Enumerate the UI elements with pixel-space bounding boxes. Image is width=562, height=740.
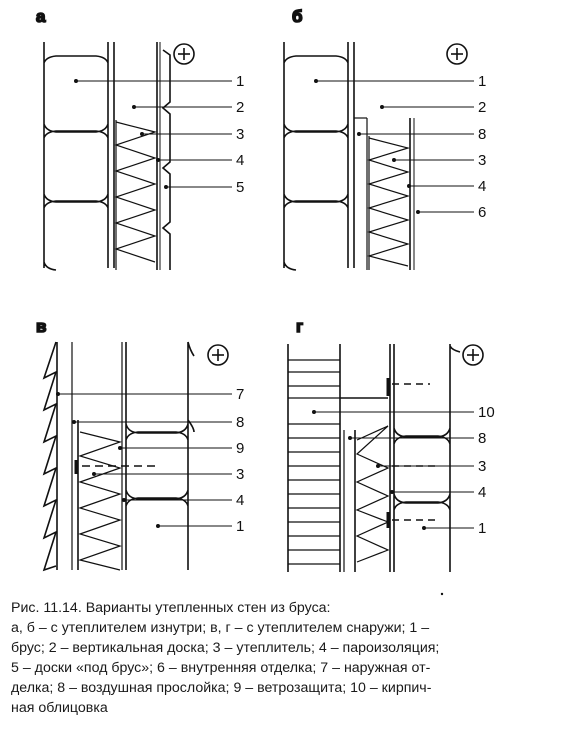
- caption-line: ная облицовка: [11, 700, 108, 716]
- plus-sign-a: [173, 43, 195, 65]
- callout-g-4: 4: [478, 484, 486, 501]
- panel-a: а 1 2 3 4 5: [35, 6, 244, 271]
- insulation-v: [77, 431, 123, 571]
- callout-b-2: 2: [478, 99, 486, 116]
- callout-v-3: 3: [236, 466, 244, 483]
- callout-a-1: 1: [236, 73, 244, 90]
- callout-b-8: 8: [478, 126, 486, 143]
- callout-g-10: 10: [478, 404, 495, 421]
- panel-g-label: г: [296, 317, 303, 336]
- insulation-b: [366, 137, 411, 267]
- callout-a-5: 5: [236, 179, 244, 196]
- figure-caption: Рис. 11.14. Варианты утепленных стен из …: [11, 598, 551, 718]
- caption-line: 5 – доски «под брус»; 6 – внутренняя отд…: [11, 660, 431, 676]
- callout-v-1: 1: [236, 518, 244, 535]
- insulation-a: [114, 121, 158, 263]
- log-wall-g: [393, 344, 461, 572]
- wall-diagrams: а 1 2 3 4 5: [35, 6, 495, 596]
- callout-a-4: 4: [236, 152, 244, 169]
- callout-b-1: 1: [478, 73, 486, 90]
- panel-g: г: [287, 316, 495, 596]
- plus-sign-g: [462, 344, 484, 366]
- caption-line: а, б – с утеплителем изнутри; в, г – с у…: [11, 620, 430, 636]
- panel-b-label: б: [292, 7, 303, 26]
- callout-g-1: 1: [478, 520, 486, 537]
- outer-cladding-v: [42, 341, 58, 572]
- callout-v-9: 9: [236, 440, 244, 457]
- plus-sign-v: [207, 344, 229, 366]
- callout-g-3: 3: [478, 458, 486, 475]
- panel-a-label: а: [36, 7, 46, 26]
- panel-b: б 1 2 8 3 4 6: [283, 6, 486, 271]
- plus-sign-b: [446, 43, 468, 65]
- callout-b-6: 6: [478, 204, 486, 221]
- log-wall-a: [43, 42, 109, 271]
- boards-a: [161, 49, 171, 270]
- caption-line: брус; 2 – вертикальная доска; 3 – утепли…: [11, 640, 440, 656]
- panel-v-label: в: [36, 317, 46, 336]
- insulation-g: [355, 425, 390, 563]
- log-wall-b: [283, 42, 349, 271]
- callout-b-4: 4: [478, 178, 486, 195]
- brick-cladding-g: [287, 344, 341, 572]
- caption-line: Рис. 11.14. Варианты утепленных стен из …: [11, 600, 331, 616]
- panel-v: в 7 8 9 3 4 1: [35, 316, 244, 572]
- log-wall-v: [125, 341, 195, 570]
- callout-g-8: 8: [478, 430, 486, 447]
- callout-b-3: 3: [478, 152, 486, 169]
- callout-a-2: 2: [236, 99, 244, 116]
- callout-a-3: 3: [236, 126, 244, 143]
- caption-line: делка; 8 – воздушная прослойка; 9 – ветр…: [11, 680, 432, 696]
- callout-v-8: 8: [236, 414, 244, 431]
- callout-v-4: 4: [236, 492, 244, 509]
- callout-v-7: 7: [236, 386, 244, 403]
